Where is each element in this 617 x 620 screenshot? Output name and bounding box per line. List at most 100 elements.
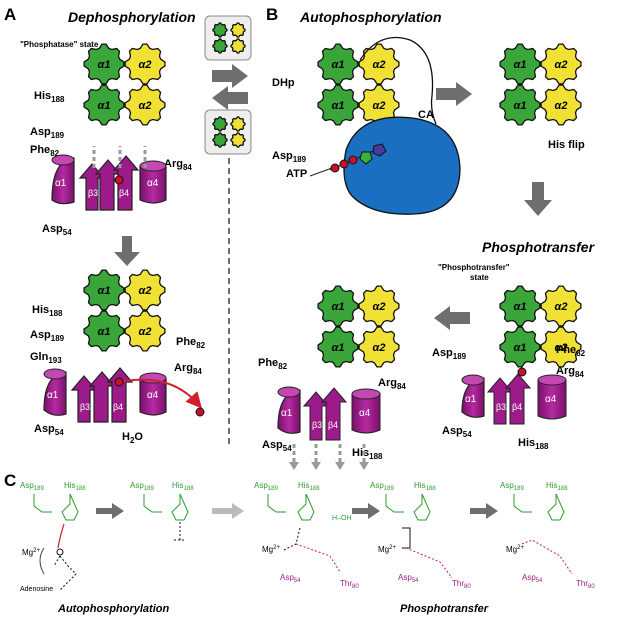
gear-alpha2 (124, 310, 166, 352)
title-dephosphorylation: Dephosphorylation (68, 9, 196, 25)
his-flip-label: His flip (548, 139, 585, 151)
beta4-label-a1: β4 (119, 188, 129, 198)
gear-alpha1 (317, 285, 359, 327)
his188-label-a1: His188 (34, 90, 65, 104)
his188-label-c4: His188 (414, 481, 436, 492)
gear-alpha1 (212, 132, 228, 148)
gear-label-alpha1: α1 (98, 326, 111, 338)
panel-letter-c: C (4, 471, 16, 490)
gear-label-alpha1: α1 (332, 301, 345, 313)
bottom-title-autophosphorylation: Autophosphorylation (57, 603, 169, 615)
gear-alpha1 (212, 116, 228, 132)
arrow-c4 (470, 503, 498, 519)
dashed-arrows-a-top (92, 146, 147, 168)
adenosine-label: Adenosine (20, 586, 53, 593)
alpha1-label-b3: α1 (465, 394, 477, 405)
arg84-label-b4: Arg84 (378, 377, 406, 391)
arrow-c1 (96, 503, 124, 519)
asp189-label-b3: Asp189 (432, 347, 467, 361)
gear-alpha1 (317, 43, 359, 85)
gear-alpha1 (499, 285, 541, 327)
gear-alpha1 (83, 310, 125, 352)
receiver-domain-b-right (461, 373, 567, 425)
gear-label-alpha2: α2 (139, 100, 152, 112)
gear-label-alpha2: α2 (555, 59, 568, 71)
alpha1-label-b4: α1 (281, 408, 293, 419)
gear-label-alpha2: α2 (139, 326, 152, 338)
his188-label-c1: His188 (64, 481, 86, 492)
gear-alpha1 (83, 269, 125, 311)
gear-alpha2 (540, 84, 582, 126)
dashed-arrowheads-b (289, 462, 369, 470)
asp189-label-a2: Asp189 (30, 329, 65, 343)
gear-label-alpha2: α2 (373, 301, 386, 313)
phe82-label-a2: Phe82 (176, 336, 206, 350)
arg84-label-a2: Arg84 (174, 362, 202, 376)
gln193-label-a2: Gln193 (30, 351, 62, 365)
arrow-c3 (352, 503, 380, 519)
receiver-domain-b-left (277, 386, 381, 441)
mg-label-c1: Mg2+ (22, 548, 40, 557)
gear-label-alpha1: α1 (332, 100, 345, 112)
gear-label-alpha1: α1 (332, 342, 345, 354)
alpha4-label-a1: α4 (147, 178, 159, 189)
atp-molecule (309, 143, 387, 177)
linker-loop (359, 36, 437, 125)
beta4-label-a2: β4 (113, 402, 123, 412)
ca-label: CA (418, 109, 434, 121)
phe82-label-b4: Phe82 (258, 357, 288, 371)
bottom-title-phosphotransfer: Phosphotransfer (400, 603, 489, 615)
gear-alpha1 (83, 84, 125, 126)
dashed-arrows-b-bottom (292, 444, 366, 462)
asp54-label-c3: Asp54 (280, 573, 301, 584)
alpha4-label-a2: α4 (147, 390, 159, 401)
dotted-arrow-c (212, 503, 244, 519)
gear-alpha2 (230, 22, 246, 38)
beta4-label-b3: β4 (512, 402, 522, 412)
schematic-box-top (204, 15, 252, 61)
gear-alpha1 (499, 84, 541, 126)
phe82-label-b3: Phe82 (556, 344, 586, 358)
gear-label-alpha1: α1 (98, 285, 111, 297)
gear-alpha2 (124, 43, 166, 85)
gear-label-alpha1: α1 (98, 100, 111, 112)
h-oh-label: H–OH (332, 515, 351, 522)
gear-alpha2 (358, 326, 400, 368)
left-arrow-center (212, 86, 248, 110)
gear-alpha2 (540, 285, 582, 327)
gear-alpha2 (230, 38, 246, 54)
gear-alpha2 (124, 269, 166, 311)
gear-alpha2 (540, 43, 582, 85)
phosphatase-state-label: "Phosphatase" state (20, 40, 99, 49)
gear-alpha1 (317, 84, 359, 126)
mg-label-c4: Mg2+ (378, 545, 396, 554)
panel-letter-b: B (266, 5, 278, 24)
mg-label-c5: Mg2+ (506, 545, 524, 554)
gear-alpha1 (317, 326, 359, 368)
asp189-label-c2: Asp189 (130, 481, 154, 492)
h2o-label-a2: H2O (122, 431, 143, 445)
asp189-label-c1: Asp189 (20, 481, 44, 492)
alpha1-label-a2: α1 (47, 390, 59, 401)
asp189-label-c4: Asp189 (370, 481, 394, 492)
gear-label-alpha1: α1 (514, 301, 527, 313)
gear-alpha1 (83, 43, 125, 85)
asp54-label-b3: Asp54 (442, 425, 472, 439)
reaction-scheme: Asp189 His188 Mg2+ Adenosine Asp189 His1… (20, 481, 595, 593)
receiver-domain-a-top (51, 154, 167, 211)
thr80-label-c3: Thr80 (340, 579, 359, 590)
gear-label-alpha2: α2 (139, 59, 152, 71)
phosphate-release-arrow (119, 378, 202, 409)
mini-gears (212, 22, 246, 148)
down-arrow-a (114, 236, 140, 266)
beta3-label-b4: β3 (312, 420, 322, 430)
gear-label-alpha1: α1 (332, 59, 345, 71)
asp54-label-b4: Asp54 (262, 439, 292, 453)
left-arrow-b (434, 306, 470, 330)
gear-alpha1 (499, 326, 541, 368)
alpha4-label-b4: α4 (359, 408, 371, 419)
